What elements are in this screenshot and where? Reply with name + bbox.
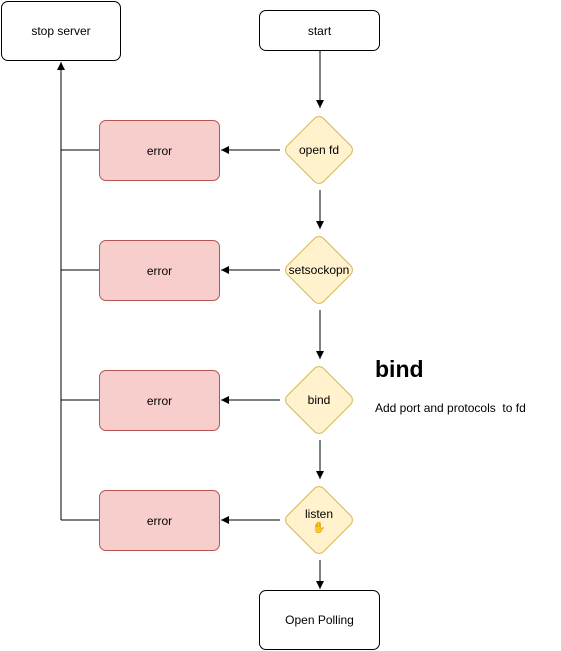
stop-server-node: stop server — [1, 1, 121, 61]
open-fd-label: open fd — [298, 142, 340, 157]
setsockopn-decision: setsockopn — [281, 232, 357, 308]
listen-decision: listen ✋ — [281, 482, 357, 558]
error-node-2: error — [99, 240, 220, 301]
setsockopn-label: setsockopn — [288, 262, 350, 277]
error-label: error — [146, 393, 173, 408]
error-label: error — [146, 143, 173, 158]
listen-label-group: listen ✋ — [305, 507, 333, 534]
start-node: start — [259, 10, 380, 51]
bind-decision: bind — [281, 362, 357, 438]
error-label: error — [146, 263, 173, 278]
error-node-1: error — [99, 120, 220, 181]
open-polling-label: Open Polling — [285, 613, 354, 627]
error-label: error — [146, 513, 173, 528]
start-label: start — [307, 23, 332, 38]
bind-label: bind — [307, 392, 331, 407]
note-title: bind — [375, 356, 424, 382]
listen-label: listen — [304, 506, 333, 521]
error-node-4: error — [99, 490, 220, 551]
error-node-3: error — [99, 370, 220, 431]
open-fd-decision: open fd — [281, 112, 357, 188]
raised-hand-icon: ✋ — [312, 521, 326, 534]
open-polling-node: Open Polling — [259, 590, 380, 650]
stop-server-label: stop server — [31, 24, 91, 38]
note-body: Add port and protocols to fd — [375, 401, 526, 415]
